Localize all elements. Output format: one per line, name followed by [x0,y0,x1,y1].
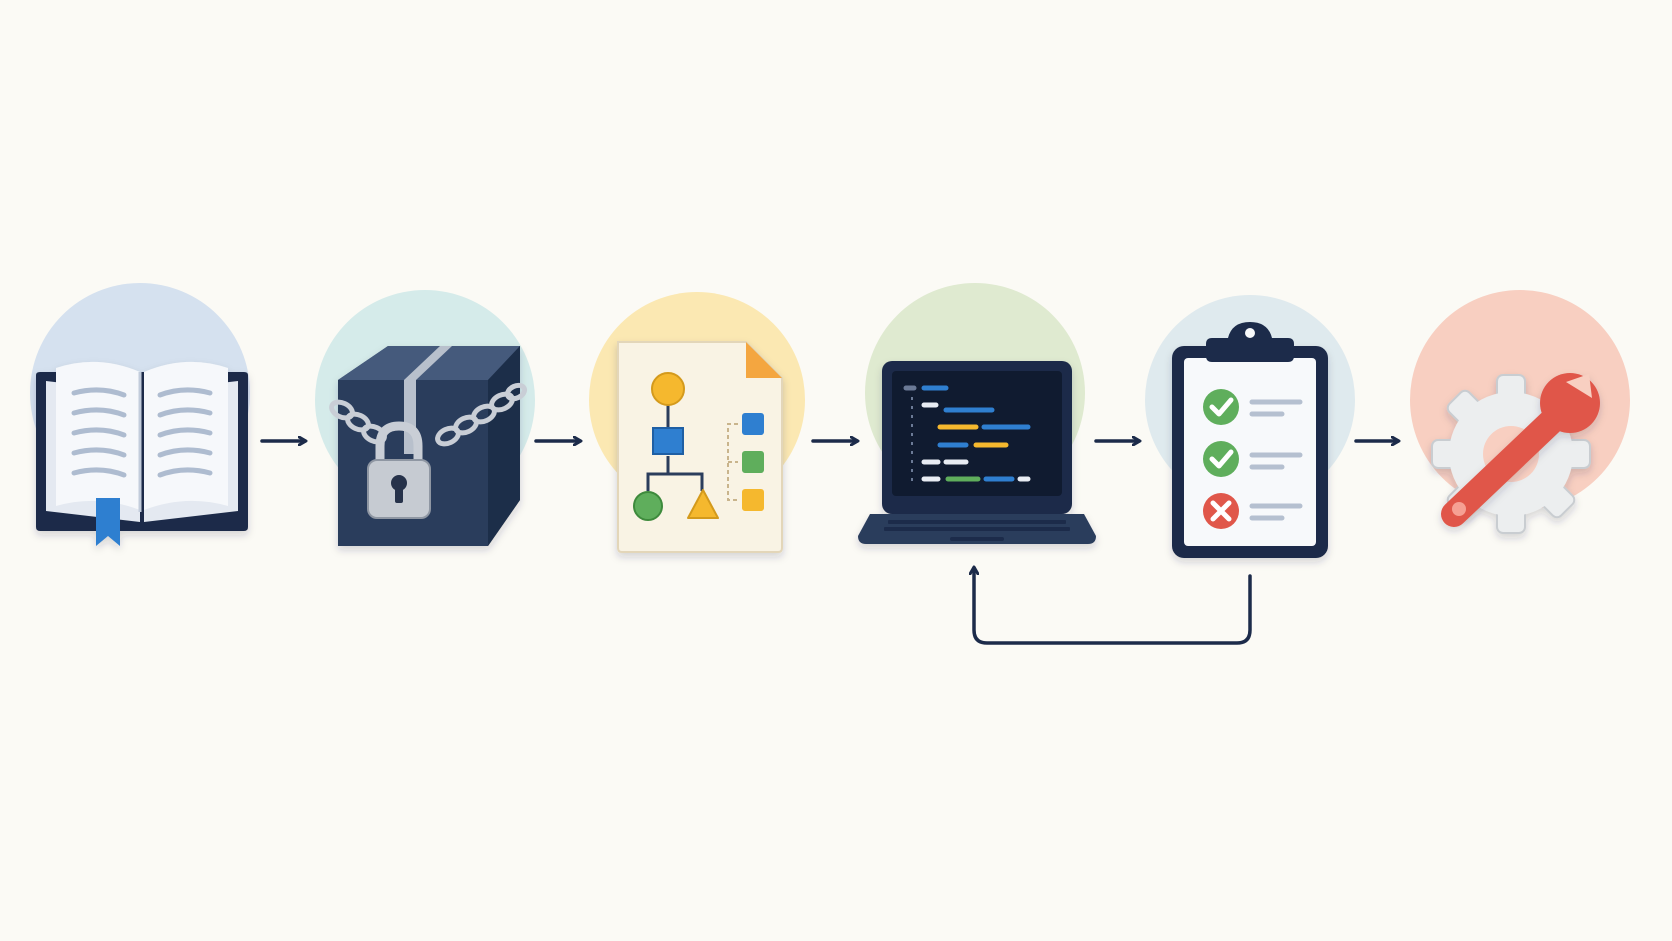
clipboard-checklist-icon [1172,322,1328,558]
gear-wrench-icon [1431,373,1600,534]
flowchart-document-icon [617,341,783,553]
checklist-item-pass [1203,389,1303,425]
checklist-item-pass [1203,441,1303,477]
open-book-icon [36,361,248,546]
feedback-loop-arrow [974,568,1252,645]
laptop-code-icon [858,361,1096,544]
flowchart-graphic [633,372,764,521]
flow-arrows [260,441,1398,645]
locked-box-icon [329,346,528,546]
checklist-item-fail [1203,493,1303,529]
code-lines [903,385,1031,482]
